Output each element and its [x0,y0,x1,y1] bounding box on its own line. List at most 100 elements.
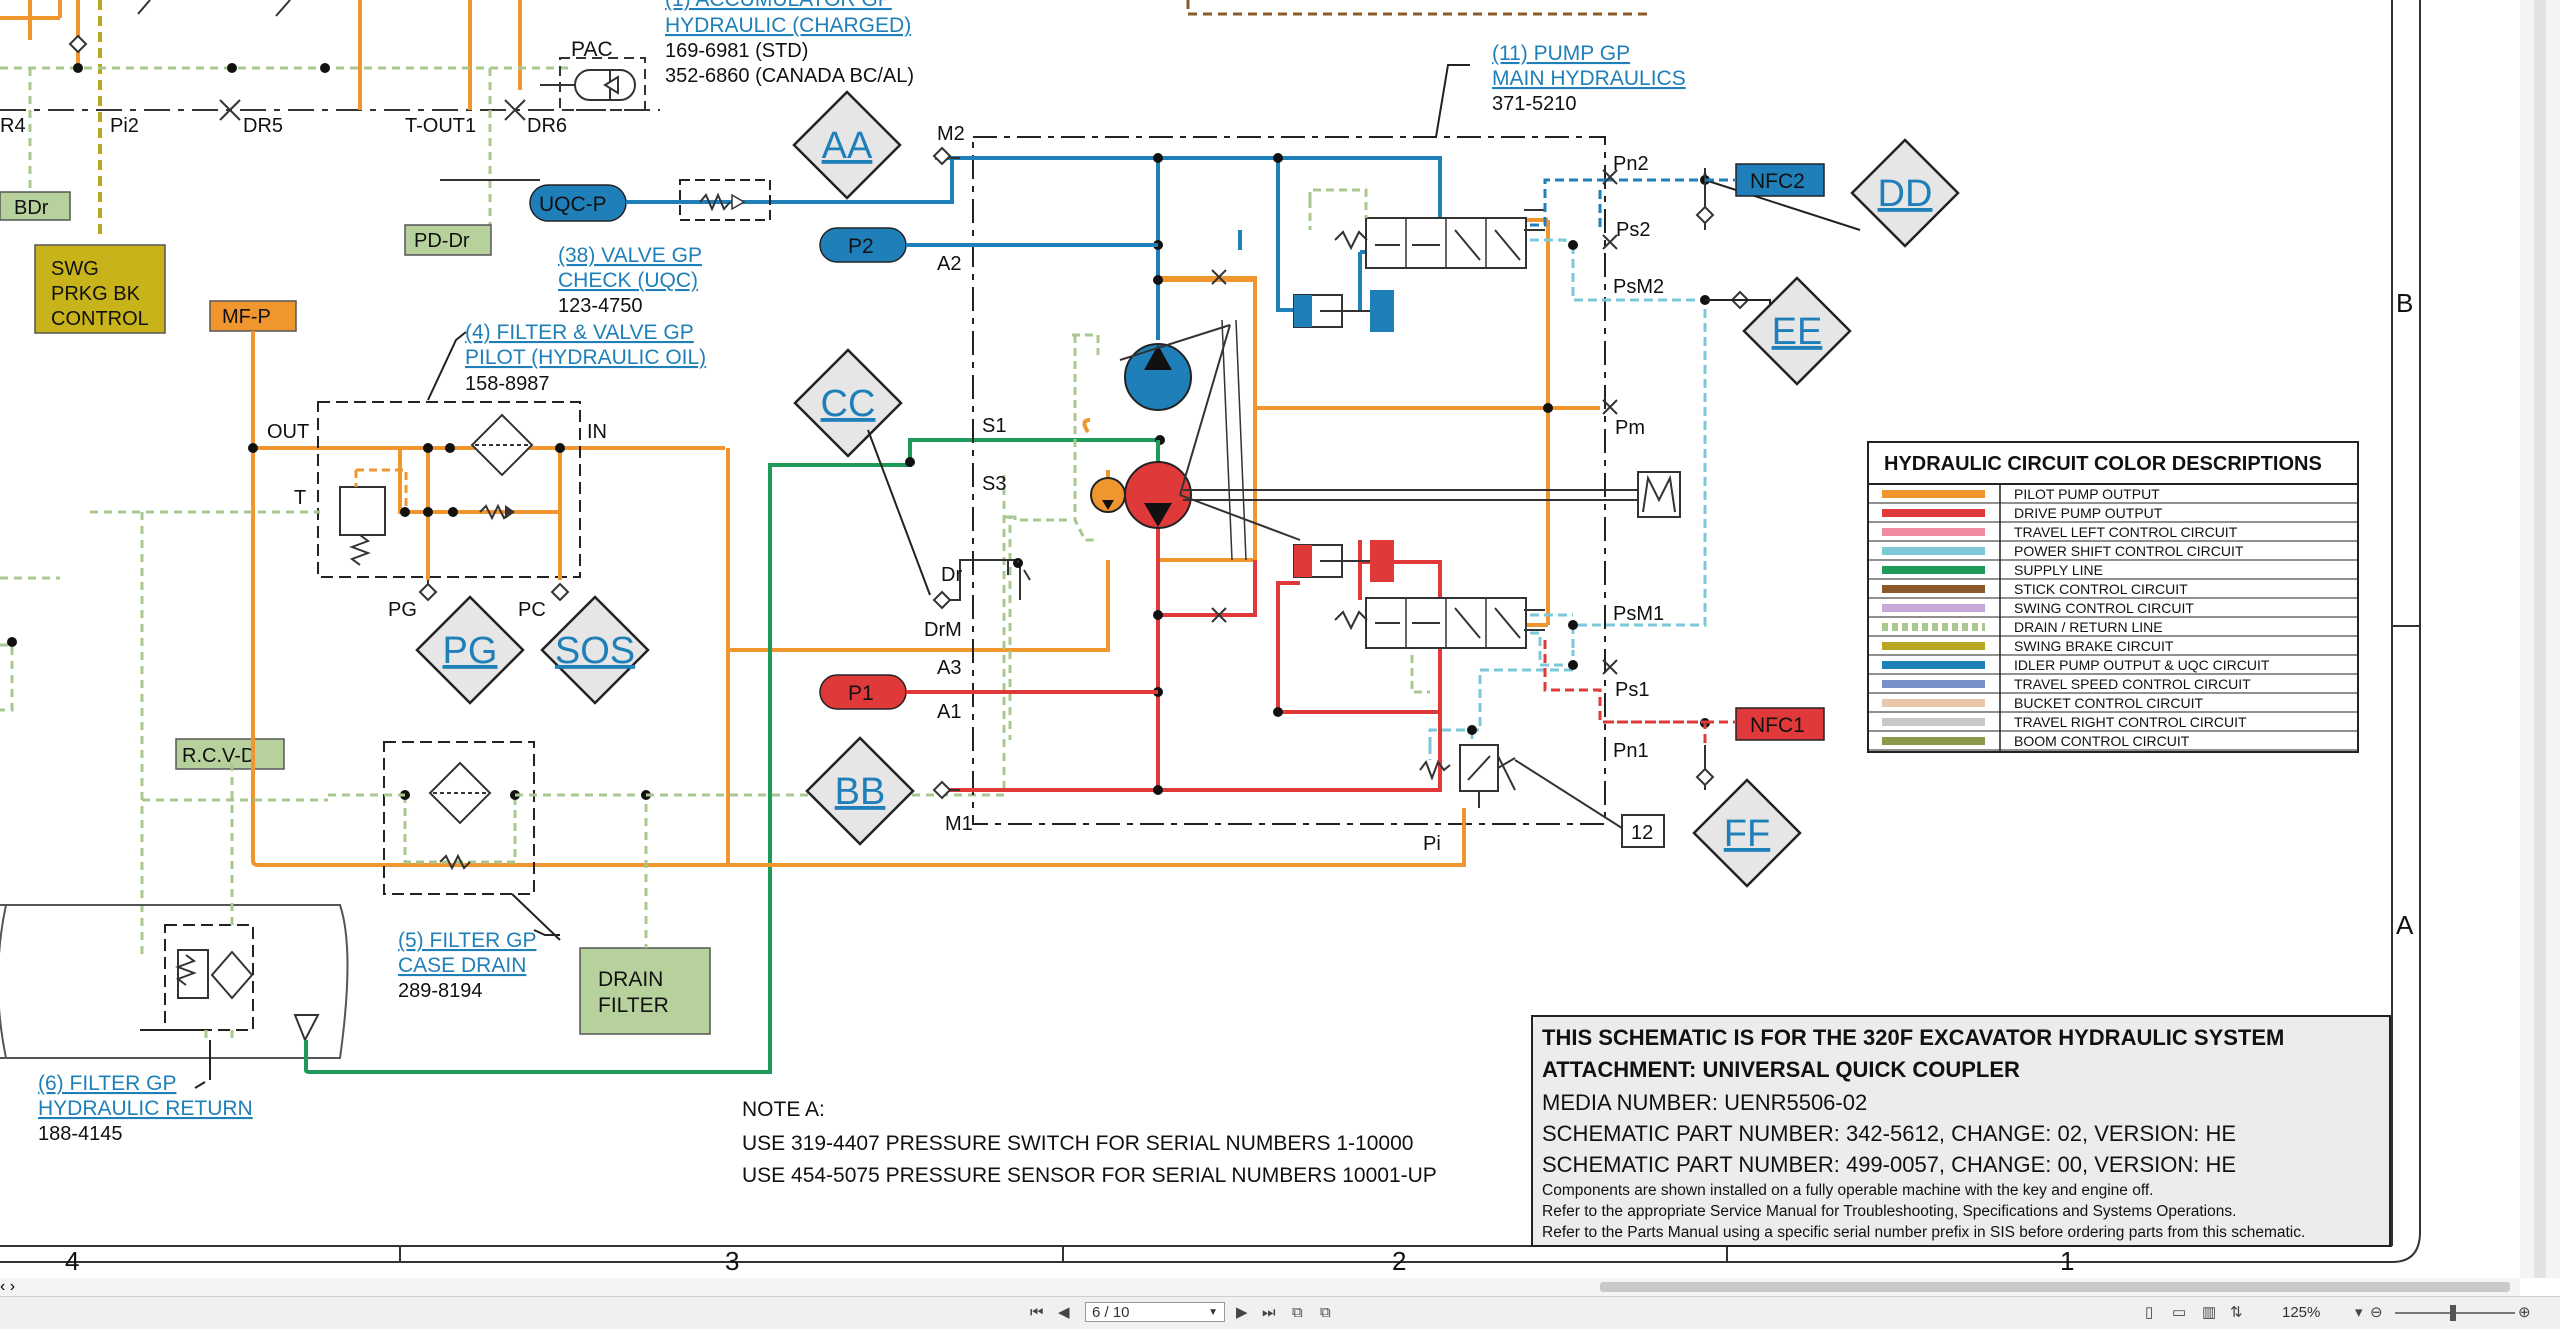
valve-uqc-title2[interactable]: CHECK (UQC) [558,269,698,292]
diamond-cc[interactable] [793,348,903,458]
pilot-filter-group [0,179,1110,955]
diamond-aa-label[interactable]: AA [822,125,873,167]
left-tags: BDr PD-Dr SWG PRKG BK CONTROL MF-P R.C.V… [0,191,711,1035]
legend-label: IDLER PUMP OUTPUT & UQC CIRCUIT [2014,657,2270,673]
vertical-scroll-thumb[interactable] [2534,0,2546,1278]
diamond-ff[interactable] [1692,778,1802,888]
vertical-scrollbar[interactable] [2520,0,2560,1278]
fit-width-icon[interactable]: ⇅ [2230,1304,2243,1321]
diamond-aa[interactable] [792,90,902,200]
title-small2: Refer to the appropriate Service Manual … [1542,1203,2236,1220]
legend-label: TRAVEL LEFT CONTROL CIRCUIT [2014,524,2238,540]
tag-swg-box [34,244,166,334]
filter-pilot-pn: 158-8987 [465,373,550,395]
diamond-ee[interactable] [1742,276,1852,386]
note-line1: USE 319-4407 PRESSURE SWITCH FOR SERIAL … [742,1132,1413,1155]
port-a2: A2 [937,253,961,275]
color-legend: HYDRAULIC CIRCUIT COLOR DESCRIPTIONS PIL… [1867,441,2359,753]
extract-page-icon[interactable]: ⧉ [1292,1304,1303,1321]
diamond-bb[interactable] [805,736,915,846]
scroll-right-icon[interactable]: › [9,1278,16,1295]
legend-label: DRIVE PUMP OUTPUT [2014,505,2163,521]
tag-rcvd-box [175,738,285,770]
diamond-pg-label[interactable]: PG [443,630,498,672]
zoom-dropdown-icon[interactable]: ▾ [2355,1304,2363,1321]
tag-drain-filter-box [579,947,711,1035]
port-pc: PC [518,599,546,621]
valve-uqc-title1[interactable]: (38) VALVE GP [558,244,702,267]
page-number-input[interactable]: 6 / 10 ▼ [1085,1302,1225,1322]
diamond-dd-label[interactable]: DD [1878,173,1933,215]
port-psm1: PsM1 [1613,603,1664,625]
box-12-label: 12 [1631,822,1653,844]
filter-pilot-title1[interactable]: (4) FILTER & VALVE GP [465,321,694,344]
tag-swg-1: SWG [51,258,99,280]
next-page-icon[interactable]: ▶ [1236,1304,1248,1321]
previous-page-icon[interactable]: ◀ [1058,1304,1070,1321]
tag-uqc-p: UQC-P [539,193,607,216]
port-pi: Pi [1423,833,1441,855]
tag-p1: P1 [848,682,874,705]
grid-col-3: 3 [725,1246,739,1276]
diamond-ee-label[interactable]: EE [1772,311,1823,353]
zoom-in-icon[interactable]: ⊕ [2518,1304,2531,1321]
port-psm2: PsM2 [1613,276,1664,298]
scroll-left-icon[interactable]: ‹ [0,1278,6,1295]
legend-title: HYDRAULIC CIRCUIT COLOR DESCRIPTIONS [1884,453,2322,475]
port-s1: S1 [982,415,1006,437]
pump-title1[interactable]: (11) PUMP GP [1492,42,1630,65]
tag-mfp-box [209,300,297,332]
filter-return-title2[interactable]: HYDRAULIC RETURN [38,1097,253,1120]
diamond-sos-label[interactable]: SOS [555,630,635,672]
pump-pn: 371-5210 [1492,93,1577,115]
diamond-dd[interactable] [1850,138,1960,248]
continuous-view-icon[interactable]: ▭ [2172,1304,2187,1321]
tag-pddr-box [404,224,492,256]
port-a3: A3 [937,657,961,679]
accumulator-title2[interactable]: HYDRAULIC (CHARGED) [665,14,911,37]
port-dr5: DR5 [243,115,283,137]
tag-swg-2: PRKG BK [51,283,141,305]
diamond-pg[interactable] [415,595,525,705]
last-page-icon[interactable]: ⏭ [1262,1304,1276,1321]
legend-label: POWER SHIFT CONTROL CIRCUIT [2014,543,2244,559]
legend-label: SWING BRAKE CIRCUIT [2014,638,2174,654]
single-page-view-icon[interactable]: ▯ [2145,1304,2154,1321]
insert-page-icon[interactable]: ⧉ [1320,1304,1331,1321]
filter-pilot-title2[interactable]: PILOT (HYDRAULIC OIL) [465,346,706,369]
filter-case-pn: 289-8194 [398,980,483,1002]
diamond-cc-label[interactable]: CC [821,383,876,425]
zoom-slider-handle[interactable] [2450,1305,2456,1321]
port-t: T [294,487,306,509]
zoom-out-icon[interactable]: ⊖ [2370,1304,2383,1321]
page-dropdown-icon[interactable]: ▼ [1208,1307,1218,1318]
tag-drain-2: FILTER [598,994,669,1017]
first-page-icon[interactable]: ⏮ [1030,1304,1044,1321]
filter-case-title2[interactable]: CASE DRAIN [398,954,526,977]
title-line2: ATTACHMENT: UNIVERSAL QUICK COUPLER [1542,1057,2020,1082]
legend-label: SUPPLY LINE [2014,562,2103,578]
note-line2: USE 454-5075 PRESSURE SENSOR FOR SERIAL … [742,1164,1437,1187]
tag-swg-3: CONTROL [51,308,149,330]
filter-case-title1[interactable]: (5) FILTER GP [398,929,536,952]
grid-col-1: 1 [2060,1246,2074,1276]
filter-return-title1[interactable]: (6) FILTER GP [38,1072,176,1095]
two-page-view-icon[interactable]: ▥ [2202,1304,2217,1321]
horizontal-scroll-thumb[interactable] [1600,1282,2510,1292]
diamond-sos[interactable] [540,595,650,705]
zoom-level[interactable]: 125% [2282,1304,2321,1321]
tag-rcv-d: R.C.V-D [182,745,255,767]
port-in: IN [587,421,607,443]
page-number-value: 6 / 10 [1092,1304,1130,1321]
title-line5: SCHEMATIC PART NUMBER: 499-0057, CHANGE:… [1542,1152,2236,1177]
legend-label: STICK CONTROL CIRCUIT [2014,581,2188,597]
accumulator-title1[interactable]: (1) ACCUMULATOR GP [665,0,892,11]
grid-row-a: A [2396,910,2414,940]
port-pn1: Pn1 [1613,740,1649,762]
horizontal-scrollbar[interactable]: ‹ › [0,1278,2520,1296]
valve-uqc-pn: 123-4750 [558,295,643,317]
pilot-filter-labels: (4) FILTER & VALVE GP PILOT (HYDRAULIC O… [267,321,706,621]
pump-title2[interactable]: MAIN HYDRAULICS [1492,67,1686,90]
diamond-ff-label[interactable]: FF [1724,813,1770,855]
diamond-bb-label[interactable]: BB [835,771,886,813]
